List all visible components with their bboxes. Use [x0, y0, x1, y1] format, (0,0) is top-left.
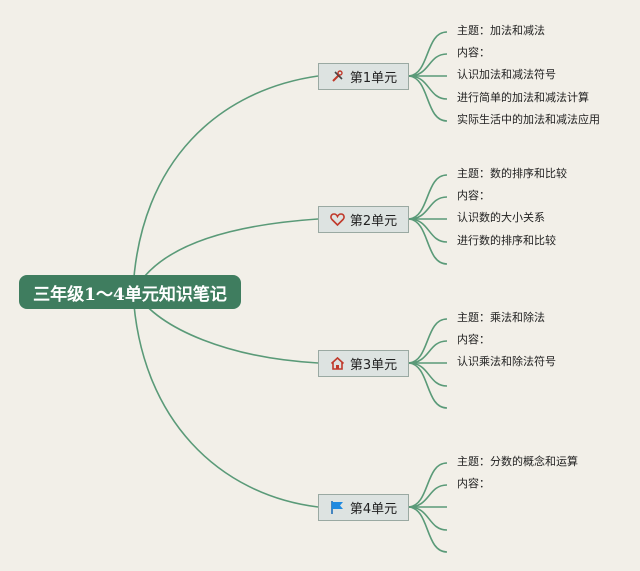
unit-3-item: 主题：乘法和除法: [457, 311, 545, 324]
unit-3-item: 内容：: [457, 333, 490, 346]
unit-1-item: 认识加法和减法符号: [457, 68, 556, 81]
unit-1-item: 实际生活中的加法和减法应用: [457, 113, 600, 126]
unit-1-item: 内容：: [457, 46, 490, 59]
unit-4-node[interactable]: 第4单元: [318, 494, 409, 521]
unit-1-item: 主题：加法和减法: [457, 24, 545, 37]
unit-2-item: 进行数的排序和比较: [457, 234, 556, 247]
house-icon: [330, 356, 345, 371]
unit-4-item: 内容：: [457, 477, 490, 490]
unit-2-node[interactable]: 第2单元: [318, 206, 409, 233]
unit-4-label: 第4单元: [349, 502, 398, 517]
unit-3-item: 认识乘法和除法符号: [457, 355, 556, 368]
unit-2-item: 认识数的大小关系: [457, 211, 545, 224]
unit-3-node[interactable]: 第3单元: [318, 350, 409, 377]
flag-icon: [330, 500, 345, 515]
unit-1-label: 第1单元: [349, 71, 398, 86]
unit-2-item: 主题：数的排序和比较: [457, 167, 567, 180]
unit-2-item: 内容：: [457, 189, 490, 202]
root-topic[interactable]: 三年级1～4单元知识笔记: [19, 275, 241, 309]
unit-1-item: 进行简单的加法和减法计算: [457, 91, 589, 104]
tools-icon: [330, 69, 345, 84]
unit-1-node[interactable]: 第1单元: [318, 63, 409, 90]
unit-2-label: 第2单元: [349, 214, 398, 229]
root-title: 三年级1～4单元知识笔记: [33, 284, 227, 305]
unit-4-item: 主题：分数的概念和运算: [457, 455, 578, 468]
heart-icon: [330, 212, 345, 227]
unit-3-label: 第3单元: [349, 358, 398, 373]
